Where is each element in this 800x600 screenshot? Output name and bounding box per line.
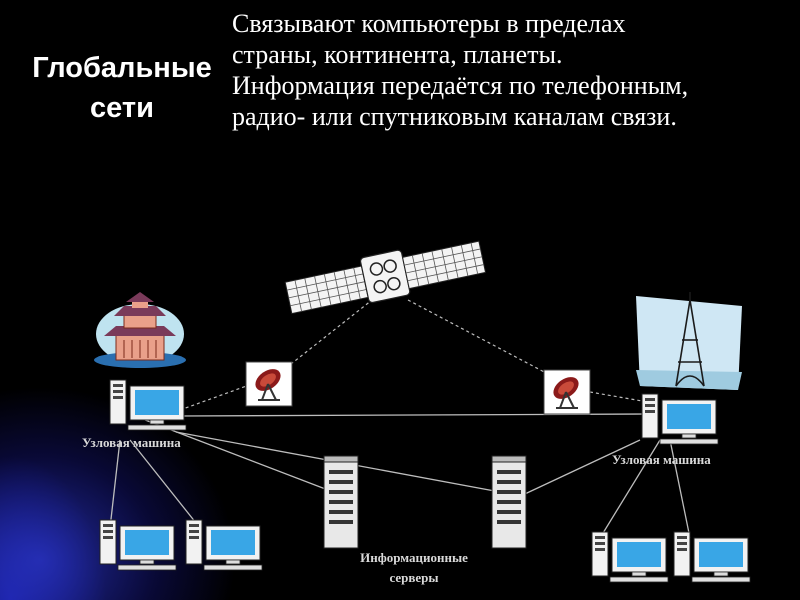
pagoda-icon xyxy=(94,292,186,368)
computer-icon xyxy=(592,532,668,582)
server-icon xyxy=(492,456,526,548)
computer-icon xyxy=(100,520,176,570)
satellite-dish-icon xyxy=(246,362,292,406)
node-label-left: Узловая машина xyxy=(82,435,181,450)
servers-label-line-1: Информационные xyxy=(360,550,468,565)
eiffel-tower-icon xyxy=(636,292,742,390)
computer-icon xyxy=(110,380,186,430)
satellite-dish-icon xyxy=(544,370,590,414)
computer-icon xyxy=(186,520,262,570)
servers-label-line-2: серверы xyxy=(389,570,438,585)
computer-icon xyxy=(642,394,718,444)
computer-icon xyxy=(674,532,750,582)
node-label-right: Узловая машина xyxy=(612,452,711,467)
satellite-icon xyxy=(284,233,487,319)
server-icon xyxy=(324,456,358,548)
connection-lines xyxy=(110,414,690,538)
